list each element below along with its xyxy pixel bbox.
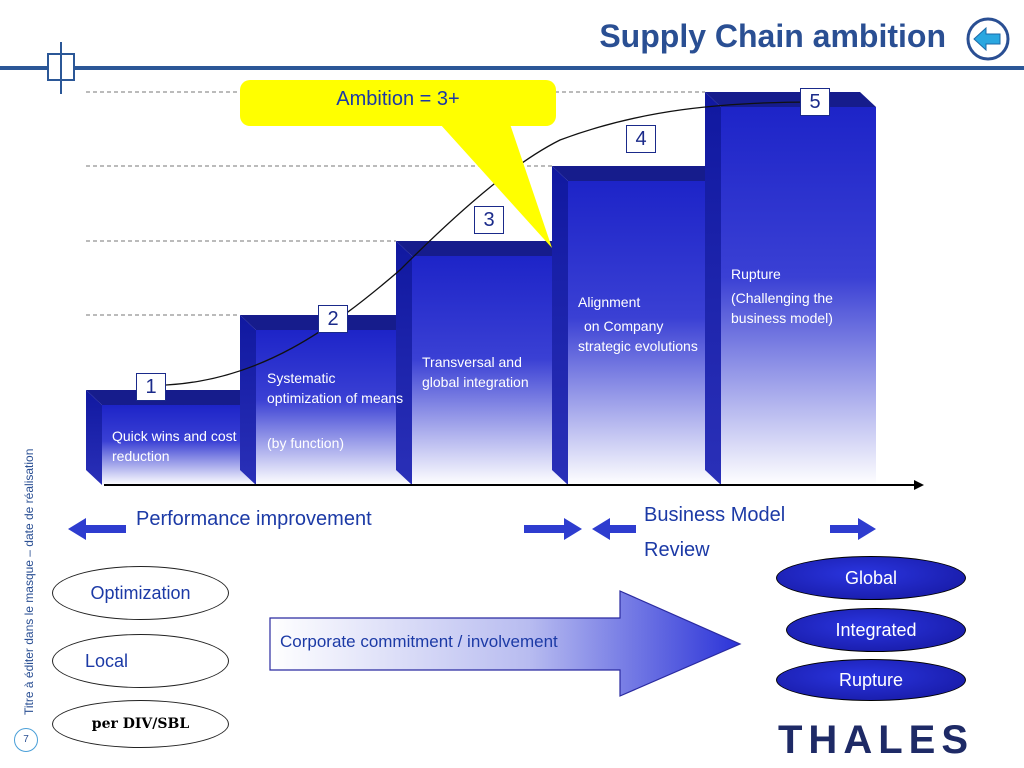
- step-4-face: [568, 181, 721, 485]
- step-number-3: 3: [474, 206, 504, 234]
- oval-per-div-sbl: per DIV/SBL: [52, 700, 229, 748]
- pill-integrated: Integrated: [786, 608, 966, 652]
- pill-global: Global: [776, 556, 966, 600]
- step-number-5: 5: [800, 88, 830, 116]
- step-number-4: 4: [626, 125, 656, 153]
- business-model-label: Business Model: [644, 504, 786, 526]
- ambition-callout: [240, 80, 556, 248]
- step-1-label: Quick wins and cost reduction: [112, 428, 237, 464]
- section-arrows: [68, 518, 876, 540]
- page-number: 7: [14, 728, 38, 752]
- step-2-label: Systematic optimization of means: [267, 370, 404, 406]
- step-4-label: Alignment: [578, 294, 641, 310]
- step-3-face: [412, 256, 568, 485]
- step-number-2: 2: [318, 305, 348, 333]
- step-1-face: [102, 405, 256, 485]
- performance-improvement-label: Performance improvement: [136, 508, 372, 530]
- step-2-face: [256, 330, 412, 485]
- header-rule: [0, 66, 1024, 70]
- thales-logo: THALES: [778, 718, 974, 762]
- step-5-label: Rupture: [731, 266, 781, 282]
- ambition-callout-text: Ambition = 3+: [336, 88, 460, 110]
- step-1-top: [86, 390, 256, 405]
- progress-curve: [165, 101, 816, 386]
- back-arrow-icon[interactable]: [964, 15, 1012, 63]
- oval-optimization: Optimization: [52, 566, 229, 620]
- step-5-face: [721, 107, 876, 485]
- oval-local: Local: [52, 634, 229, 688]
- pill-rupture: Rupture: [776, 659, 966, 701]
- commitment-arrow: [269, 590, 742, 697]
- review-label: Review: [644, 539, 710, 561]
- step-2-sublabel: (by function): [267, 435, 345, 451]
- step-3-label: Transversal and global integration: [422, 354, 529, 390]
- page-title: Supply Chain ambition: [599, 18, 946, 54]
- crosshair-decoration: [47, 42, 75, 94]
- step-4-sublabel: on Company strategic evolutions: [578, 318, 698, 354]
- commitment-text: Corporate commitment / involvement: [280, 632, 558, 651]
- step-5-sublabel: (Challenging the business model): [731, 290, 833, 326]
- step-number-1: 1: [136, 373, 166, 401]
